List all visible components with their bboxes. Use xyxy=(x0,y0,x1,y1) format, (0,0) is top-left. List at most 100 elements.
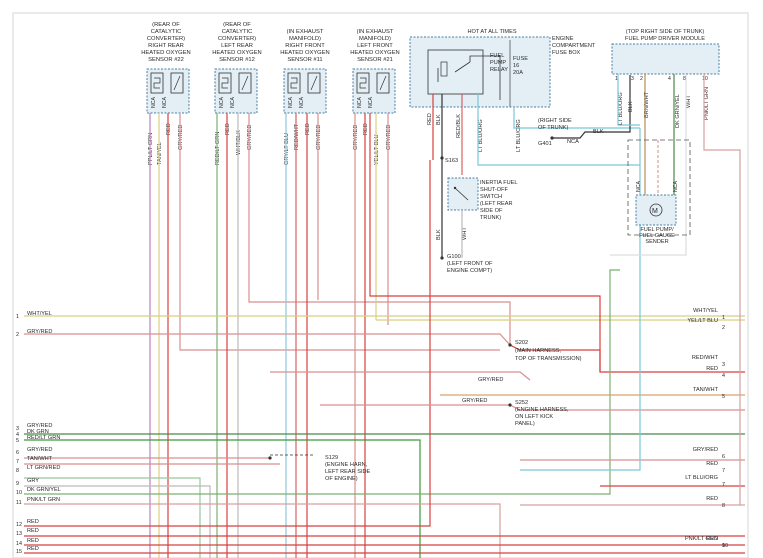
left-wire-label: GRY/RED xyxy=(27,423,52,429)
svg-text:HEATED OXYGEN: HEATED OXYGEN xyxy=(212,50,262,56)
right-pin-number: 3 xyxy=(722,362,725,368)
left-wire-label: RED xyxy=(27,528,39,534)
svg-text:BLK: BLK xyxy=(628,101,634,112)
right-wire-label: YEL/LT BLU xyxy=(687,318,718,324)
right-wire-label: RED xyxy=(706,496,718,502)
svg-text:NCA: NCA xyxy=(673,181,679,192)
pump-module-wire-labels: LT BLU/ORG BLK BRN/WHT DK GRN/YEL WHT PN… xyxy=(618,87,710,128)
sensor-12-title: (REAR OF CATALYTIC CONVERTER) LEFT REAR … xyxy=(212,22,262,63)
sensor-22-title: (REAR OF CATALYTIC CONVERTER) RIGHT REAR… xyxy=(141,22,191,63)
svg-text:ENGINE COMPT): ENGINE COMPT) xyxy=(447,268,492,274)
svg-text:(ENGINE HARNESS,: (ENGINE HARNESS, xyxy=(515,407,569,413)
svg-text:MANIFOLD): MANIFOLD) xyxy=(359,36,391,42)
right-pin-number: 7 xyxy=(722,468,725,474)
svg-text:SENDER: SENDER xyxy=(645,239,668,245)
hot-at-all-times-label: HOT AT ALL TIMES xyxy=(467,29,516,35)
svg-text:FUEL PUMP DRIVER MODULE: FUEL PUMP DRIVER MODULE xyxy=(625,36,705,42)
engine-fuse-box: HOT AT ALL TIMES ENGINE COMPARTMENT FUSE… xyxy=(409,29,596,108)
svg-text:BLK: BLK xyxy=(436,114,442,125)
sensor-wires xyxy=(149,113,511,558)
left-wire-label: RED xyxy=(27,538,39,544)
right-wire-label: RED/WHT xyxy=(692,355,719,361)
svg-text:SHUT-OFF: SHUT-OFF xyxy=(480,187,509,193)
svg-text:LT BLU/ORG: LT BLU/ORG xyxy=(478,119,484,152)
svg-text:PNK/LT GRN: PNK/LT GRN xyxy=(704,87,710,120)
ground-g100: G100 (LEFT FRONT OF ENGINE COMPT) xyxy=(440,254,493,274)
svg-text:FUSE BOX: FUSE BOX xyxy=(552,50,581,56)
svg-text:LEFT REAR SIDE: LEFT REAR SIDE xyxy=(325,469,371,475)
svg-text:NCA: NCA xyxy=(230,97,236,108)
left-wire-label: WHT/YEL xyxy=(27,311,52,317)
svg-text:TRUNK): TRUNK) xyxy=(480,215,501,221)
mid-label-gry-red-2: GRY/RED xyxy=(462,398,487,404)
svg-text:NCA: NCA xyxy=(567,139,579,145)
left-wire-label: PNK/LT GRN xyxy=(27,497,60,503)
svg-text:NCA: NCA xyxy=(357,97,363,108)
right-pin-number: 2 xyxy=(722,325,725,331)
svg-text:FUEL PUMP/: FUEL PUMP/ xyxy=(640,227,674,233)
left-wire-label: RED xyxy=(27,519,39,525)
svg-text:RIGHT FRONT: RIGHT FRONT xyxy=(285,43,325,49)
fuel-pump-driver-module: (TOP RIGHT SIDE OF TRUNK) FUEL PUMP DRIV… xyxy=(611,29,720,82)
left-wire-label: RED xyxy=(27,546,39,552)
svg-text:SENSOR #11: SENSOR #11 xyxy=(287,57,322,63)
svg-text:LEFT FRONT: LEFT FRONT xyxy=(357,43,393,49)
svg-text:CATALYTIC: CATALYTIC xyxy=(151,29,182,35)
left-pin-number: 9 xyxy=(16,481,19,487)
left-pin-number: 2 xyxy=(16,332,19,338)
left-pin-number: 5 xyxy=(16,438,19,444)
svg-text:RED: RED xyxy=(427,113,433,125)
svg-text:SENSOR #12: SENSOR #12 xyxy=(219,57,255,63)
svg-text:PANEL): PANEL) xyxy=(515,421,535,427)
right-wire-label: LT BLU/ORG xyxy=(685,475,718,481)
svg-text:(ENGINE HARN,: (ENGINE HARN, xyxy=(325,462,368,468)
svg-text:S129: S129 xyxy=(325,455,338,461)
svg-text:FUEL: FUEL xyxy=(490,53,504,59)
left-pin-number: 15 xyxy=(16,549,22,555)
fuse-box-wires xyxy=(432,94,640,258)
svg-text:G401: G401 xyxy=(538,141,552,147)
right-pin-number: 10 xyxy=(722,543,728,549)
svg-text:CATALYTIC: CATALYTIC xyxy=(222,29,253,35)
svg-text:COMPARTMENT: COMPARTMENT xyxy=(552,43,596,49)
left-pin-number: 14 xyxy=(16,541,22,547)
left-pin-number: 12 xyxy=(16,522,22,528)
svg-text:RED/WHT: RED/WHT xyxy=(294,123,300,150)
svg-text:RED: RED xyxy=(225,123,231,135)
svg-text:ENGINE: ENGINE xyxy=(552,36,574,42)
svg-text:SWITCH: SWITCH xyxy=(480,194,502,200)
svg-text:HEATED OXYGEN: HEATED OXYGEN xyxy=(280,50,330,56)
svg-text:WHT: WHT xyxy=(686,95,692,108)
pump-module-wires xyxy=(610,74,741,505)
left-wire-label: TAN/WHT xyxy=(27,456,53,462)
svg-text:RED: RED xyxy=(363,123,369,135)
svg-text:(MAIN HARNESS,: (MAIN HARNESS, xyxy=(515,348,561,354)
right-wire-label: PNK/LT GRN xyxy=(685,536,718,542)
svg-text:S202: S202 xyxy=(515,340,528,346)
left-wire-label: GRY xyxy=(27,478,39,484)
svg-text:NCA: NCA xyxy=(299,97,305,108)
oxygen-sensor-22: NCA NCA xyxy=(146,68,190,114)
svg-text:10: 10 xyxy=(702,76,708,82)
left-wire-label: LT GRN/RED xyxy=(27,465,60,471)
motor-icon: M xyxy=(652,208,658,215)
svg-text:NCA: NCA xyxy=(636,181,642,192)
right-wire-label: RED xyxy=(706,536,718,542)
sensor-21-title: (IN EXHAUST MANIFOLD) LEFT FRONT HEATED … xyxy=(350,29,400,63)
right-pin-number: 6 xyxy=(722,454,725,460)
svg-text:GRY/LT BLU: GRY/LT BLU xyxy=(284,133,290,165)
left-pin-number: 3 xyxy=(16,426,19,432)
sensor-wire-labels: PPL/LT GRN TAN/YEL RED GRY/RED RED/LT GR… xyxy=(148,123,392,165)
svg-text:HEATED OXYGEN: HEATED OXYGEN xyxy=(141,50,191,56)
svg-text:S252: S252 xyxy=(515,400,528,406)
svg-text:CONVERTER): CONVERTER) xyxy=(147,36,185,42)
svg-text:GRY/RED: GRY/RED xyxy=(178,125,184,150)
svg-text:GRY/RED: GRY/RED xyxy=(353,125,359,150)
right-pin-number: 7 xyxy=(722,482,725,488)
svg-text:FUEL GAUGE: FUEL GAUGE xyxy=(639,233,675,239)
left-pin-number: 8 xyxy=(16,468,19,474)
svg-text:3: 3 xyxy=(631,76,634,82)
right-pin-number: 5 xyxy=(722,394,725,400)
right-wire-label: TAN/WHT xyxy=(693,387,719,393)
